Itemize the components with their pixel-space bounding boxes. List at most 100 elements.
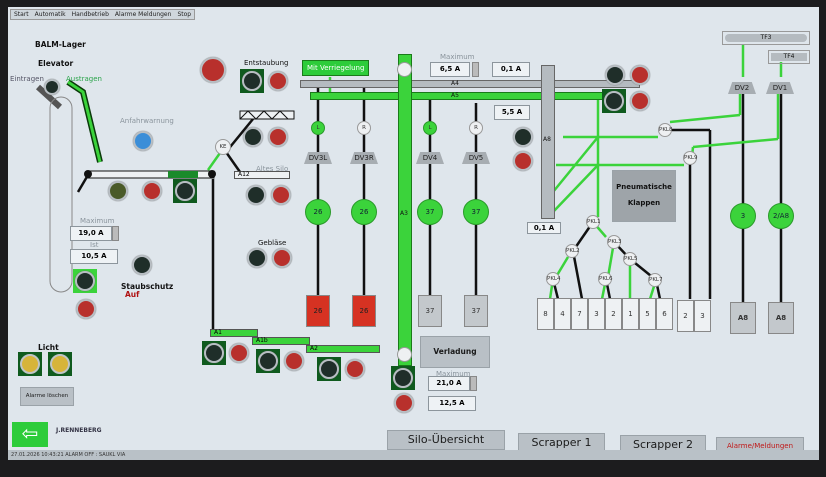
- pkl3-node[interactable]: PKL3: [607, 235, 622, 249]
- pneumatische-klappen-button[interactable]: Pneumatische Klappen: [612, 170, 676, 222]
- tf4-conveyor[interactable]: TF4: [768, 50, 810, 64]
- tf3-conveyor[interactable]: TF3: [722, 31, 810, 45]
- a4-start-button[interactable]: [605, 65, 625, 85]
- a3-max-input[interactable]: 6,5 A: [430, 62, 470, 77]
- a8-start-button[interactable]: [513, 127, 533, 147]
- silo-cell[interactable]: 3: [588, 298, 605, 330]
- entstaubung-stop-button[interactable]: [268, 71, 288, 91]
- silo-cell[interactable]: 6: [656, 298, 673, 330]
- diverter-dv3r[interactable]: DV3R: [350, 152, 378, 164]
- altes-silo-stop-button[interactable]: [271, 185, 291, 205]
- menu-automatik[interactable]: Automatik: [34, 11, 66, 18]
- dv2-silo[interactable]: A8: [730, 302, 756, 334]
- conveyor-stop-button[interactable]: [142, 181, 162, 201]
- verladung-max-input[interactable]: 21,0 A: [428, 376, 470, 391]
- lager-title: BALM-Lager: [35, 40, 86, 49]
- diverter-dv5[interactable]: DV5: [462, 152, 490, 164]
- elevator-start-button[interactable]: [73, 269, 97, 293]
- verladung-max-spinner[interactable]: [470, 376, 477, 391]
- menu-stop[interactable]: Stop: [177, 11, 192, 18]
- a1-conveyor[interactable]: A1: [210, 329, 258, 337]
- dv2-diverter[interactable]: DV2: [728, 82, 756, 94]
- silo-uebersicht-button[interactable]: Silo-Übersicht: [387, 430, 505, 450]
- a2-start-button[interactable]: [317, 357, 341, 381]
- silo-box[interactable]: 26: [352, 295, 376, 327]
- a5-stop-button[interactable]: [630, 91, 650, 111]
- conveyor-start-button[interactable]: [173, 179, 197, 203]
- licht-on-button[interactable]: [18, 352, 42, 376]
- alarme-loeschen-button[interactable]: Alarme löschen: [20, 387, 74, 406]
- geblaese-stop-button[interactable]: [272, 248, 292, 268]
- a5-start-button[interactable]: [602, 89, 626, 113]
- a2-conveyor[interactable]: A2: [306, 345, 380, 353]
- a1b-stop-button[interactable]: [284, 351, 304, 371]
- diverter-target: 37: [417, 199, 443, 225]
- pneumatic-label-2: Klappen: [627, 199, 661, 207]
- diverter-dv4[interactable]: DV4: [416, 152, 444, 164]
- silo-cell[interactable]: 2: [605, 298, 622, 330]
- menu-alarme-meldungen[interactable]: Alarme Meldungen: [114, 11, 172, 18]
- arrow-left-icon: ⇦: [21, 421, 39, 445]
- status-bar: 27.01.2026 10:43:21 ALARM OFF : SAUKL VI…: [8, 450, 819, 460]
- silo-box[interactable]: 37: [464, 295, 488, 327]
- silo-box[interactable]: 26: [306, 295, 330, 327]
- ke-node[interactable]: KE: [215, 139, 231, 155]
- dv1-diverter[interactable]: DV1: [766, 82, 794, 94]
- silo-cell[interactable]: 3: [694, 300, 711, 332]
- a5-conveyor[interactable]: A5: [310, 92, 614, 100]
- a4-conveyor[interactable]: A4: [300, 80, 640, 88]
- back-arrow-button[interactable]: ⇦: [12, 422, 48, 447]
- altes-silo-label: Altes Silo: [256, 165, 289, 173]
- austragen-label: Austragen: [66, 75, 102, 83]
- geblaese-start-button[interactable]: [247, 248, 267, 268]
- pkl4-node[interactable]: PKL4: [546, 272, 561, 286]
- a1-stop-button[interactable]: [229, 343, 249, 363]
- licht-off-button[interactable]: [48, 352, 72, 376]
- pkl2-node[interactable]: PKL2: [565, 244, 580, 258]
- elevator-max-input[interactable]: 19,0 A: [70, 226, 112, 241]
- silo-box[interactable]: 37: [418, 295, 442, 327]
- dv1-silo[interactable]: A8: [768, 302, 794, 334]
- a1b-conveyor[interactable]: A1b: [252, 337, 310, 345]
- screw-stop-button[interactable]: [268, 127, 288, 147]
- a1-start-button[interactable]: [202, 341, 226, 365]
- staubschutz-switch[interactable]: [132, 255, 152, 275]
- diverter-dv3l[interactable]: DV3L: [304, 152, 332, 164]
- silo-cell[interactable]: 1: [622, 298, 639, 330]
- menu-start[interactable]: Start: [14, 11, 29, 18]
- a8-stop-button[interactable]: [513, 151, 533, 171]
- silo-cell[interactable]: 8: [537, 298, 554, 330]
- elevator-max-spinner[interactable]: [112, 226, 119, 241]
- a2-stop-button[interactable]: [345, 359, 365, 379]
- a4-label: A4: [451, 80, 459, 87]
- a1b-start-button[interactable]: [256, 349, 280, 373]
- silo-cell[interactable]: 2: [677, 300, 694, 332]
- silo-cell[interactable]: 4: [554, 298, 571, 330]
- pkl8-node[interactable]: PKL8: [658, 123, 673, 137]
- altes-silo-start-button[interactable]: [246, 185, 266, 205]
- pkl1-node[interactable]: PKL1: [586, 215, 601, 229]
- a3-elevator[interactable]: A3: [398, 54, 412, 366]
- pkl6-node[interactable]: PKL6: [598, 272, 613, 286]
- silo-cell[interactable]: 7: [571, 298, 588, 330]
- pkl9-node[interactable]: PKL9: [683, 151, 698, 165]
- tf4-label: TF4: [771, 53, 807, 61]
- diverter-position-indicator: L: [423, 121, 437, 135]
- screw-start-button[interactable]: [243, 127, 263, 147]
- a8-elevator[interactable]: A8: [541, 65, 555, 219]
- elevator-stop-button[interactable]: [76, 299, 96, 319]
- menu-handbetrieb[interactable]: Handbetrieb: [71, 11, 109, 18]
- pkl7-node[interactable]: PKL7: [648, 273, 663, 287]
- a3-start-button[interactable]: [391, 366, 415, 390]
- a3-max-spinner[interactable]: [472, 62, 479, 77]
- pkl5-node[interactable]: PKL5: [623, 252, 638, 266]
- silo-cell[interactable]: 5: [639, 298, 656, 330]
- a3-stop-button[interactable]: [394, 393, 414, 413]
- elevator-direction-knob[interactable]: [44, 79, 60, 95]
- a4-stop-button[interactable]: [630, 65, 650, 85]
- renneberg-logo: J.RENNEBERG: [56, 427, 102, 434]
- a12-conveyor[interactable]: A12: [234, 171, 290, 179]
- entstaubung-start-button[interactable]: [240, 69, 264, 93]
- verriegelung-button[interactable]: Mit Verriegelung: [302, 60, 370, 76]
- verladung-button[interactable]: Verladung: [420, 336, 490, 368]
